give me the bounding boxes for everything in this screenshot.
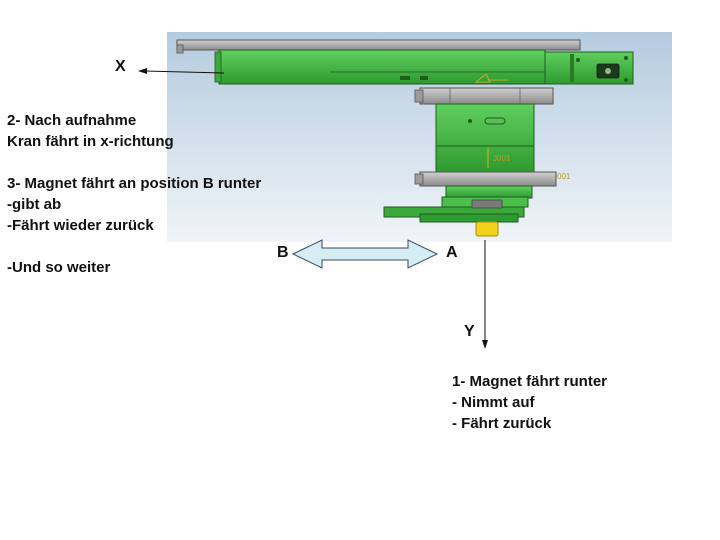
note-line: 2- Nach aufnahme (7, 112, 137, 129)
note-line: - Fährt zurück (452, 415, 552, 432)
y-axis-arrow (482, 240, 488, 349)
notes-left: 2- Nach aufnahme Kran fährt in x-richtun… (7, 110, 261, 278)
note-line (7, 152, 261, 173)
point-b-label: B (277, 244, 289, 261)
notes-bottom: 1- Magnet fährt runter - Nimmt auf - Fäh… (452, 371, 607, 434)
note-line (7, 236, 261, 257)
point-a-label: A (446, 244, 458, 261)
trolley-carriage-lower: 001 (414, 171, 571, 187)
y-axis-label: Y (464, 323, 475, 340)
cad-mark-001: 001 (557, 172, 571, 181)
magnet (475, 221, 499, 237)
x-axis-label: X (115, 58, 126, 75)
lift-column: J001 (435, 103, 535, 173)
crane-motor-housing (544, 51, 634, 85)
note-line: -Und so weiter (7, 259, 111, 276)
double-arrow-b-a (291, 239, 439, 269)
note-line: Kran fährt in x-richtung (7, 133, 174, 150)
note-line: -Fährt wieder zurück (7, 217, 154, 234)
note-line: 1- Magnet fährt runter (452, 373, 608, 390)
trolley-carriage-upper (414, 87, 554, 105)
note-line: -gibt ab (7, 196, 62, 213)
note-line: - Nimmt auf (452, 394, 535, 411)
magnet-gripper-assembly (383, 185, 533, 237)
note-line: 3- Magnet fährt an position B runter (7, 175, 262, 192)
cad-mark-j001: J001 (493, 154, 511, 163)
x-axis-arrow (138, 68, 225, 74)
crane-main-beam (214, 49, 546, 85)
